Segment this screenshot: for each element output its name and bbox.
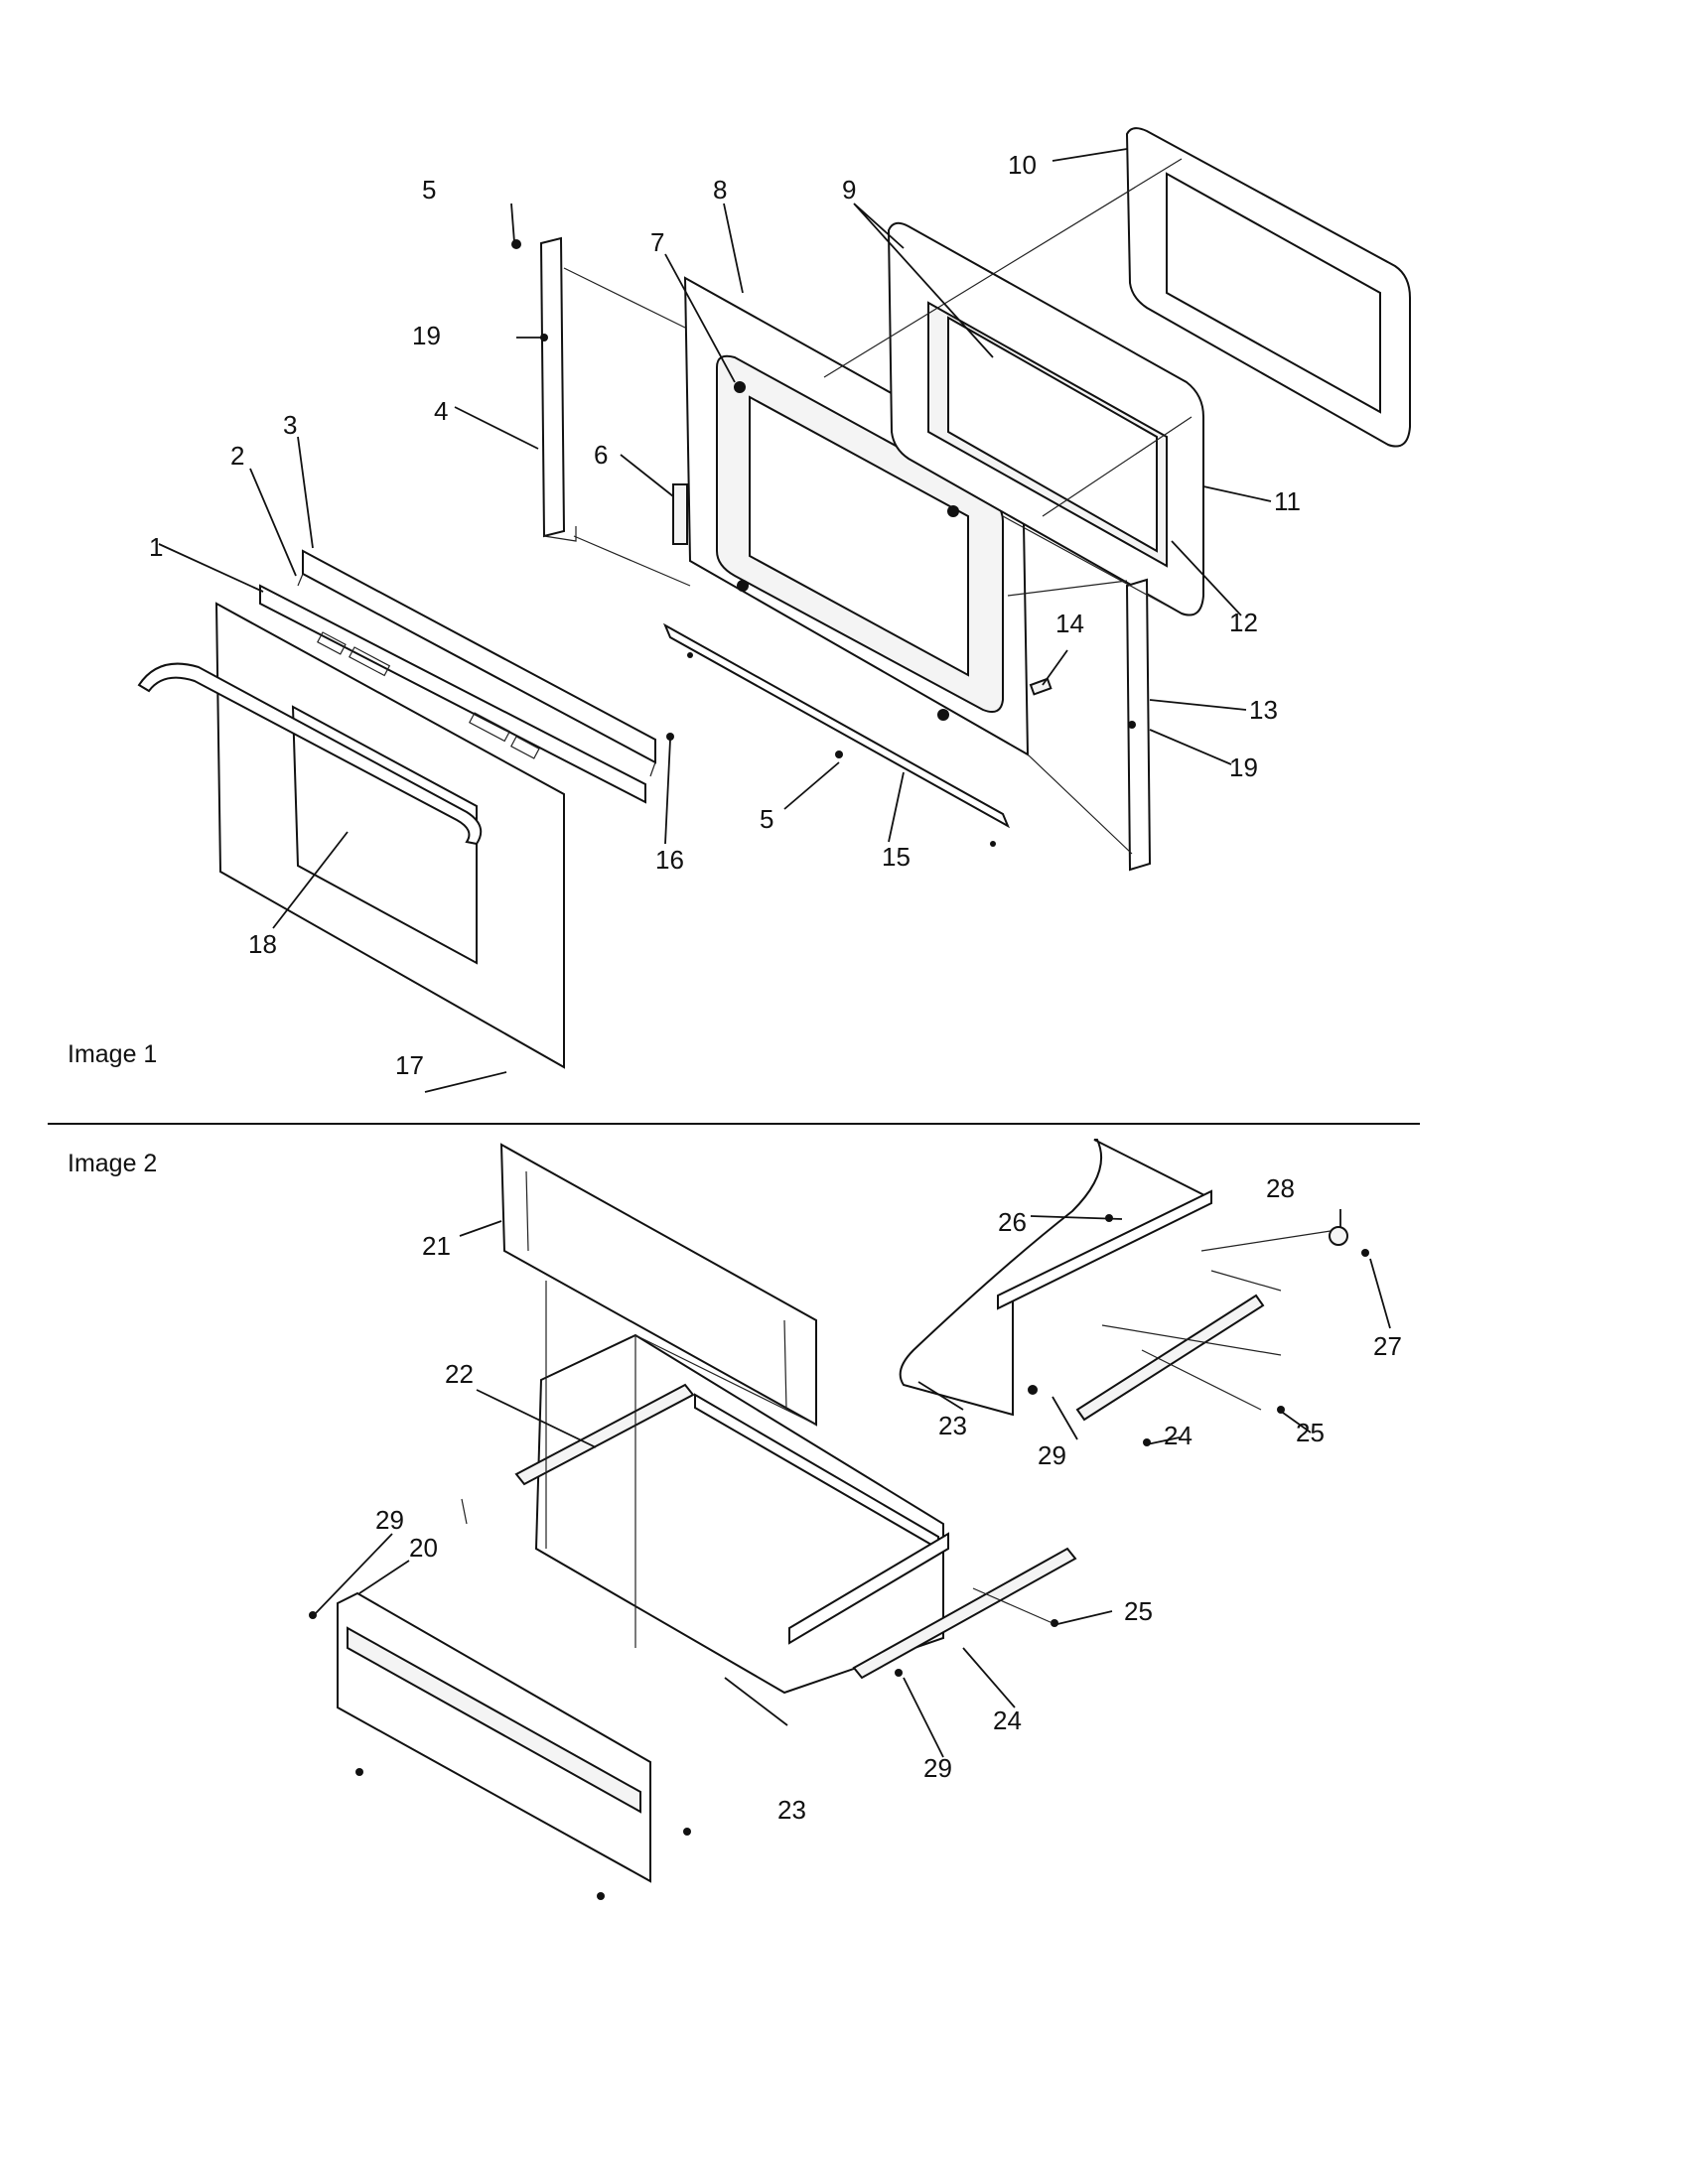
trim-vent-2 (349, 646, 391, 677)
screw-16 (666, 733, 674, 741)
pin (1029, 677, 1052, 696)
callout-16: 16 (655, 845, 684, 875)
callout-18: 18 (248, 929, 277, 959)
door-top-trim (259, 584, 646, 804)
storage-drawer-exploded-view: 21 22 29 20 23 25 24 29 26 28 27 23 29 2… (309, 1139, 1402, 1900)
liner-bolt-4 (937, 709, 949, 721)
callout-21: 21 (422, 1231, 451, 1261)
slide-rail-left (514, 1383, 695, 1486)
callout-10: 10 (1008, 150, 1037, 180)
callout-24-main: 24 (993, 1706, 1022, 1735)
callout-8: 8 (713, 175, 727, 205)
screw-27 (1361, 1249, 1369, 1257)
callout-19-left: 19 (412, 321, 441, 350)
callout-23-main: 23 (777, 1795, 806, 1825)
callout-5-bottom: 5 (760, 804, 773, 834)
callout-20: 20 (409, 1533, 438, 1563)
detail-wheel-28 (1329, 1226, 1348, 1246)
screw-front-right (683, 1828, 691, 1836)
screw-bottom-a (687, 652, 693, 658)
drawer-rail-right (788, 1532, 949, 1645)
left-channel-foot (543, 526, 577, 542)
callout-19-right: 19 (1229, 752, 1258, 782)
screw-19-right (1128, 721, 1136, 729)
screw-front-bottom-a (355, 1768, 363, 1776)
drawer-front-handle-recess (347, 1626, 641, 1814)
callout-25-detail: 25 (1296, 1418, 1325, 1447)
screw-29-front (309, 1611, 317, 1619)
callout-7: 7 (650, 227, 664, 257)
screw-5-bottom (835, 751, 843, 758)
left-door-channel (539, 236, 566, 538)
liner-bolt-1 (734, 381, 746, 393)
screw-25 (1051, 1619, 1058, 1627)
trim-vent-1 (317, 631, 347, 655)
inner-liner-window (749, 395, 969, 677)
screw-front-bottom-b (597, 1892, 605, 1900)
callout-29-main: 29 (923, 1753, 952, 1783)
screw-bottom-b (990, 841, 996, 847)
callout-13: 13 (1249, 695, 1278, 725)
bottom-door-bracket (662, 622, 1011, 829)
callout-15: 15 (882, 842, 911, 872)
drawer-explosion-lines (461, 1230, 1332, 1648)
callout-4: 4 (434, 396, 448, 426)
callout-27: 27 (1373, 1331, 1402, 1361)
callout-17: 17 (395, 1050, 424, 1080)
callout-2: 2 (230, 441, 244, 471)
screw-rail-detail (1143, 1438, 1151, 1446)
callout-11: 11 (1274, 486, 1301, 516)
door-hinge (672, 483, 688, 545)
callout-22: 22 (445, 1359, 474, 1389)
right-door-channel (1125, 578, 1152, 872)
oven-door-exploded-view: 1 2 3 4 5 19 6 7 8 9 10 11 12 13 14 15 1… (137, 127, 1411, 1093)
callout-25-main: 25 (1124, 1596, 1153, 1626)
detail-slide-rail (1075, 1294, 1265, 1422)
callout-29-detail: 29 (1038, 1440, 1066, 1470)
callout-29-front: 29 (375, 1505, 404, 1535)
callout-24-detail: 24 (1164, 1421, 1193, 1450)
callout-3: 3 (283, 410, 297, 440)
callout-28: 28 (1266, 1173, 1295, 1203)
inner-glass-pane (947, 316, 1158, 553)
callout-12: 12 (1229, 608, 1258, 637)
drawer-front-panel (337, 1591, 651, 1883)
drawer-leader-lines (315, 1209, 1391, 1758)
door-frame-opening (1166, 172, 1381, 414)
trim-vent-3 (469, 712, 511, 743)
slide-rail-right (852, 1547, 1077, 1680)
liner-bolt-3 (737, 580, 749, 592)
callout-5-top: 5 (422, 175, 436, 205)
back-panel-slots (525, 1170, 787, 1411)
screw-29-right (895, 1669, 903, 1677)
callout-23-detail: 23 (938, 1411, 967, 1440)
screw-25-detail (1277, 1406, 1285, 1414)
vent-bracket-flange (297, 573, 656, 777)
door-window (291, 705, 478, 965)
callout-1: 1 (149, 532, 163, 562)
callout-9: 9 (842, 175, 856, 205)
leader-lines (158, 148, 1272, 1093)
caption-image-1: Image 1 (68, 1040, 157, 1068)
detail-drawer-side (997, 1189, 1212, 1310)
screw-19-left (540, 334, 548, 341)
screw-29-detail (1028, 1385, 1038, 1395)
explosion-lines (563, 158, 1193, 855)
trim-vent-4 (510, 736, 540, 759)
screw-5-top (511, 239, 521, 249)
door-handle (137, 662, 483, 846)
liner-bolt-2 (947, 505, 959, 517)
caption-image-2: Image 2 (68, 1150, 157, 1177)
callout-6: 6 (594, 440, 608, 470)
callout-14: 14 (1055, 609, 1084, 638)
callout-26: 26 (998, 1207, 1027, 1237)
